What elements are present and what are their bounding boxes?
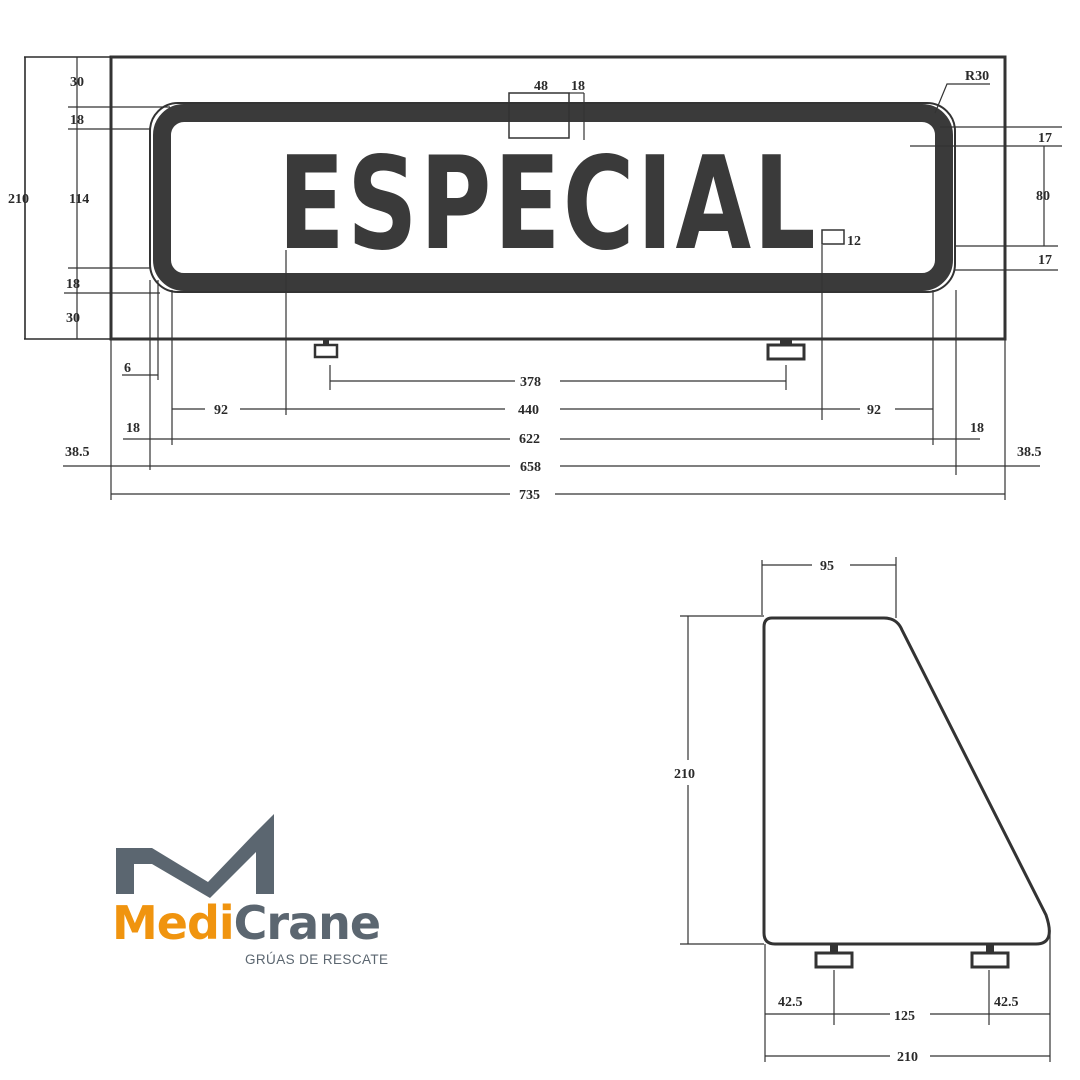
- letter-width-box: [508, 92, 570, 139]
- dim-left-margin-92: 92: [214, 403, 228, 418]
- dim-total-width-735: 735: [519, 488, 540, 503]
- dim-side-base-210: 210: [897, 1050, 918, 1065]
- backing-plate: [109, 55, 1007, 341]
- dim-side-left-offset: 42.5: [778, 995, 803, 1010]
- mount-clip-right: [766, 340, 806, 361]
- dim-v-30-bottom: 30: [66, 311, 80, 326]
- dim-gap-12: 12: [847, 234, 861, 249]
- dim-corner-radius: R30: [965, 69, 989, 84]
- logo-wordmark: MediCrane: [112, 900, 381, 946]
- dim-side-clip-spacing: 125: [894, 1009, 915, 1024]
- logo-brand-part1: Medi: [112, 896, 235, 950]
- logo-brand-part2: Crane: [233, 896, 381, 950]
- dim-border-left-18: 18: [126, 421, 140, 436]
- dim-v-30-top: 30: [70, 75, 84, 90]
- mount-clip-left: [313, 340, 339, 359]
- logo-m-icon: [116, 814, 274, 898]
- dim-v-18-top: 18: [70, 113, 84, 128]
- dim-v-114: 114: [69, 192, 89, 207]
- dim-right-17-bottom: 17: [1038, 253, 1052, 268]
- dim-text-width-440: 440: [518, 403, 539, 418]
- side-clip-right: [970, 945, 1010, 969]
- dim-letter-width: 48: [534, 79, 548, 94]
- dim-margin-left-38-5: 38.5: [65, 445, 90, 460]
- side-profile: [762, 616, 1051, 946]
- sign-text: ESPECIAL: [278, 130, 818, 279]
- dim-side-right-offset: 42.5: [994, 995, 1019, 1010]
- dim-margin-right-38-5: 38.5: [1017, 445, 1042, 460]
- side-view: 95 210 42.5 125 42.5 210: [674, 557, 1051, 1065]
- dim-sign-width-658: 658: [520, 460, 541, 475]
- dim-v-18-bottom: 18: [66, 277, 80, 292]
- dim-border-right-18: 18: [970, 421, 984, 436]
- dim-top-width-95: 95: [820, 559, 834, 574]
- dim-offset-6: 6: [124, 361, 131, 376]
- medicrane-logo: MediCrane GRÚAS DE RESCATE: [112, 812, 412, 972]
- dim-right-80: 80: [1036, 189, 1050, 204]
- sign-outline: [149, 102, 956, 293]
- dim-clip-spacing: 378: [520, 375, 541, 390]
- dim-overall-height: 210: [8, 192, 29, 207]
- sign-border: [153, 104, 953, 291]
- front-view: ESPECIAL 48 18 R30 210 30 18 114 18 30 1…: [8, 55, 1062, 503]
- dim-letter-gap: 18: [571, 79, 585, 94]
- dim-side-height-210: 210: [674, 767, 695, 782]
- logo-tagline: GRÚAS DE RESCATE: [245, 952, 389, 967]
- dim-inner-width-622: 622: [519, 432, 540, 447]
- dim-right-margin-92: 92: [867, 403, 881, 418]
- dim-right-17-top: 17: [1038, 131, 1052, 146]
- side-clip-left: [814, 945, 854, 969]
